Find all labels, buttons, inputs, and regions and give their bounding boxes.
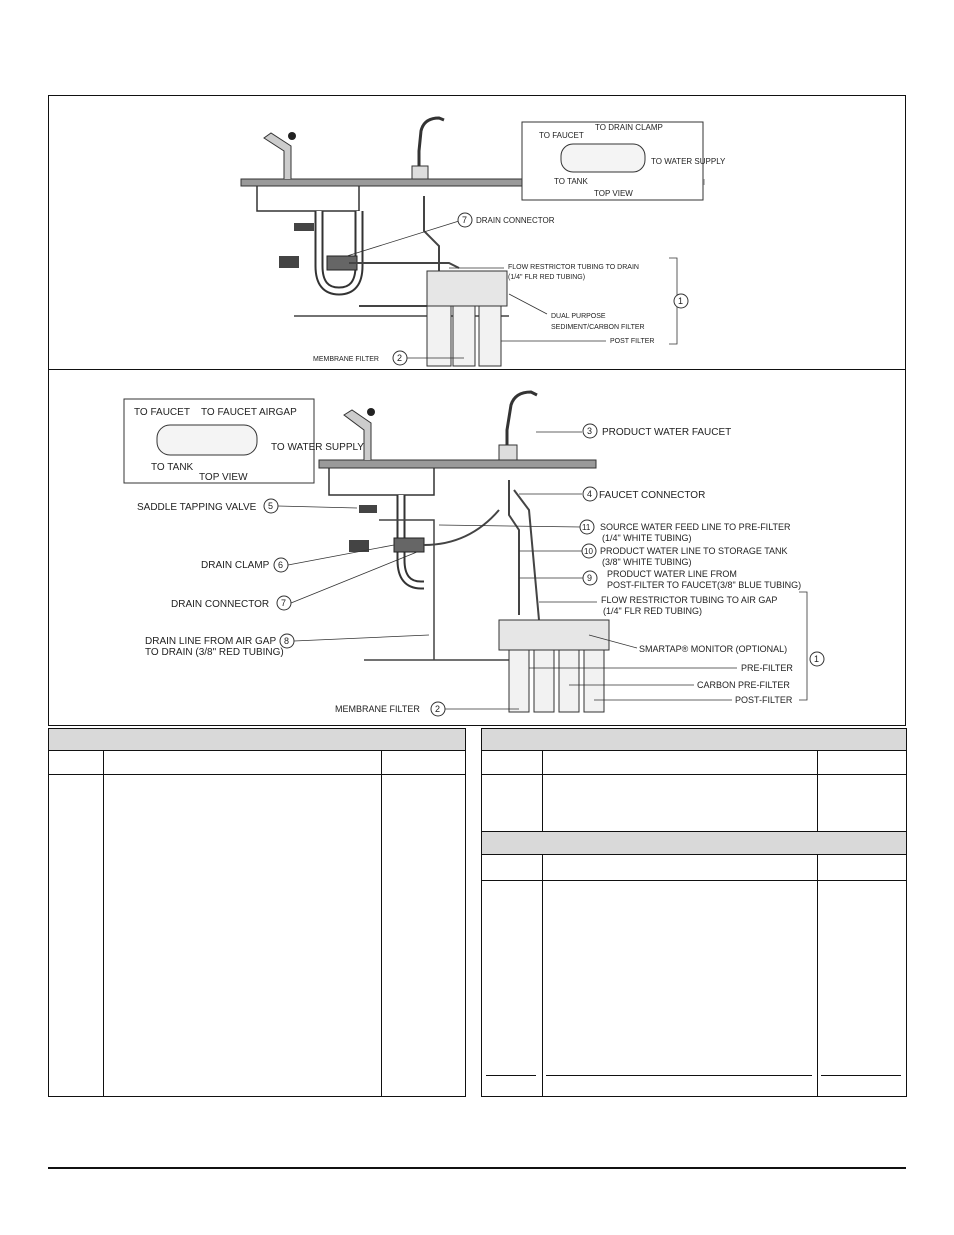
c8-num: 8 — [284, 636, 289, 646]
right-parts-table-2 — [481, 831, 907, 1097]
callout-1-num: 1 — [678, 296, 683, 306]
right-table-1-col-divider-2 — [817, 751, 818, 831]
right-parts-table-1 — [481, 728, 907, 832]
bottom-installation-diagram: TO FAUCET TO FAUCET AIRGAP TO WATER SUPP… — [48, 369, 906, 726]
tv1-caption: TOP VIEW — [594, 189, 633, 198]
tv2-caption: TOP VIEW — [199, 472, 248, 483]
top-installation-diagram: TO FAUCET TO DRAIN CLAMP TO WATER SUPPLY… — [48, 95, 906, 370]
post-filter-label: POST FILTER — [610, 338, 654, 345]
right-table-1-colhead-divider — [482, 774, 906, 775]
c10-num: 10 — [584, 547, 593, 556]
membrane-filter-label: MEMBRANE FILTER — [313, 356, 379, 363]
right-table-2-col-divider-2 — [817, 855, 818, 1096]
right-table-1-header — [482, 729, 906, 751]
right-table-2-colhead-divider — [482, 880, 906, 881]
c1-num: 1 — [814, 654, 819, 664]
c10-label: PRODUCT WATER LINE TO STORAGE TANK — [600, 546, 788, 556]
flr-drain-sub: (1/4" FLR RED TUBING) — [508, 274, 585, 281]
tv1-to-water-supply: TO WATER SUPPLY — [651, 157, 726, 166]
right-table-2-total-divider-c — [821, 1075, 901, 1076]
c7-num: 7 — [281, 598, 286, 608]
tv2-to-water-supply: TO WATER SUPPLY — [271, 442, 364, 453]
c4-label: FAUCET CONNECTOR — [599, 490, 705, 501]
c8-label: DRAIN LINE FROM AIR GAP — [145, 636, 276, 647]
tv2-to-tank: TO TANK — [151, 462, 194, 473]
top-diagram-svg: TO FAUCET TO DRAIN CLAMP TO WATER SUPPLY… — [240, 116, 726, 367]
monitor-label: SMARTAP® MONITOR (OPTIONAL) — [639, 644, 787, 654]
c4-num: 4 — [587, 489, 592, 499]
tv2-to-faucet-airgap: TO FAUCET AIRGAP — [201, 407, 297, 418]
c11-label: SOURCE WATER FEED LINE TO PRE-FILTER — [600, 522, 791, 532]
c3-num: 3 — [587, 426, 592, 436]
c5-label: SADDLE TAPPING VALVE — [137, 502, 257, 513]
callout-2-num: 2 — [397, 353, 402, 363]
carbon-prefilter-label: CARBON PRE-FILTER — [697, 680, 790, 690]
callout-7-num: 7 — [462, 215, 467, 225]
dual-purpose-label: DUAL PURPOSE — [551, 313, 606, 320]
tv2-to-faucet: TO FAUCET — [134, 407, 190, 418]
c9-num: 9 — [587, 573, 592, 583]
tv1-to-tank: TO TANK — [554, 177, 588, 186]
right-table-2-header — [482, 832, 906, 855]
flr-airgap-label: FLOW RESTRICTOR TUBING TO AIR GAP — [601, 595, 777, 605]
right-table-2-total-divider-a — [486, 1075, 536, 1076]
flr-drain-label: FLOW RESTRICTOR TUBING TO DRAIN — [508, 264, 639, 271]
c6-label: DRAIN CLAMP — [201, 560, 270, 571]
right-table-1-col-divider-1 — [542, 751, 543, 831]
c11-sub: (1/4" WHITE TUBING) — [602, 533, 692, 543]
right-table-2-total-divider-b — [546, 1075, 812, 1076]
c11-num: 11 — [582, 523, 591, 532]
left-table-colhead-divider — [49, 774, 465, 775]
c6-num: 6 — [278, 560, 283, 570]
tv1-to-drain-clamp: TO DRAIN CLAMP — [595, 123, 663, 132]
pre-filter-label: PRE-FILTER — [741, 663, 793, 673]
callout-7-label: DRAIN CONNECTOR — [476, 216, 555, 225]
right-table-2-col-divider-1 — [542, 855, 543, 1096]
membrane-filter-label-2: MEMBRANE FILTER — [335, 704, 420, 714]
flr-airgap-sub: (1/4" FLR RED TUBING) — [603, 606, 702, 616]
left-table-col-divider-1 — [103, 751, 104, 1096]
c9-label: PRODUCT WATER LINE FROM — [607, 569, 737, 579]
c7-label: DRAIN CONNECTOR — [171, 599, 269, 610]
left-parts-table — [48, 728, 466, 1097]
footer-rule — [48, 1167, 906, 1169]
bottom-diagram-svg: TO FAUCET TO FAUCET AIRGAP TO WATER SUPP… — [123, 390, 825, 717]
c3-label: PRODUCT WATER FAUCET — [602, 427, 731, 438]
c5-num: 5 — [268, 501, 273, 511]
sediment-carbon-label: SEDIMENT/CARBON FILTER — [551, 324, 645, 331]
left-table-header — [49, 729, 465, 751]
c9-sub: POST-FILTER TO FAUCET(3/8" BLUE TUBING) — [607, 580, 801, 590]
left-table-col-divider-2 — [381, 751, 382, 1096]
post-filter-label-2: POST-FILTER — [735, 695, 793, 705]
tv1-to-faucet: TO FAUCET — [539, 131, 584, 140]
c8-sub: TO DRAIN (3/8" RED TUBING) — [145, 647, 284, 658]
c10-sub: (3/8" WHITE TUBING) — [602, 557, 692, 567]
c2-num: 2 — [435, 704, 440, 714]
